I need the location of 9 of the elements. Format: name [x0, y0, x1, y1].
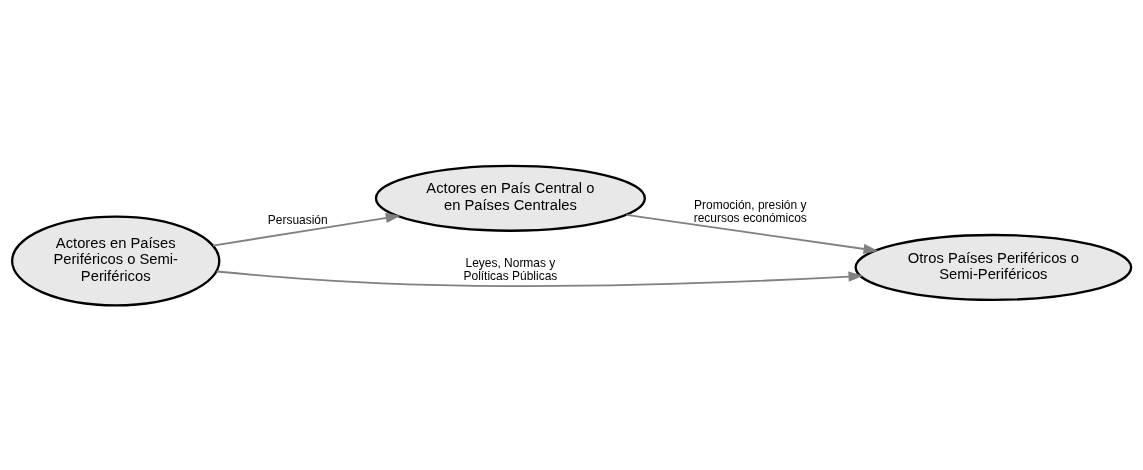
arrow — [215, 270, 864, 287]
node-ellipse: Otros Países Periféricos o Semi-Periféricos — [854, 233, 1133, 301]
edge-label: Leyes, Normas y Políticas Públicas — [463, 255, 558, 283]
edge-label: Promoción, presión y recursos económicos — [693, 197, 807, 225]
edge-label: Persuasión — [267, 212, 328, 227]
arrow — [625, 213, 879, 254]
arrow — [212, 212, 401, 246]
node-ellipse: Actores en País Central o en Países Centrales — [374, 164, 646, 232]
node-ellipse: Actores en Países Periféricos o Semi-Periféricos — [10, 214, 221, 307]
